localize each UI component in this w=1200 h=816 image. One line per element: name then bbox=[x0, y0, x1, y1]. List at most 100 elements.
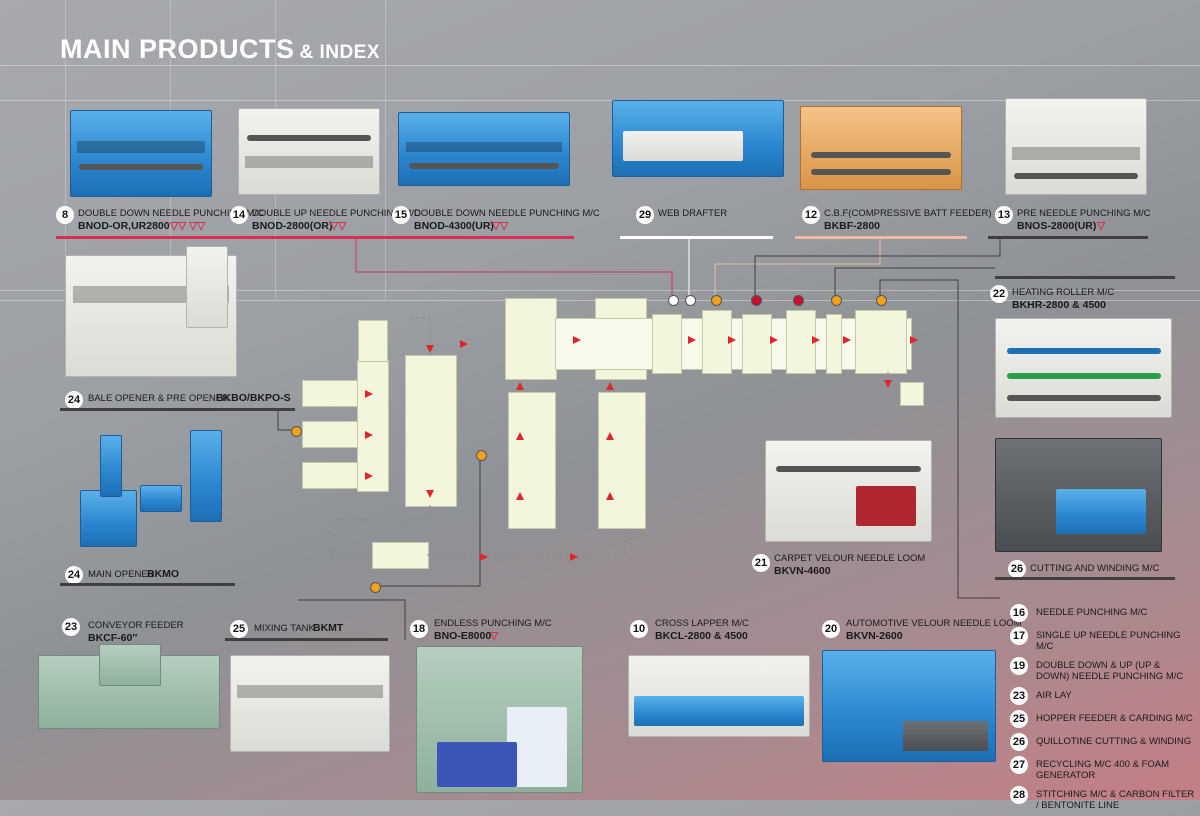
machine-image-10 bbox=[628, 655, 810, 737]
underline-white bbox=[620, 236, 773, 239]
product-mark-14: ▽▽ bbox=[330, 220, 347, 232]
product-label-14: DOUBLE UP NEEDLE PUNCHING M/C bbox=[252, 208, 421, 219]
product-label-8: DOUBLE DOWN NEEDLE PUNCHING M/C bbox=[78, 208, 264, 219]
underline-dark-24a bbox=[60, 408, 295, 411]
underline-dark-25 bbox=[225, 638, 388, 641]
group-underline-red bbox=[56, 236, 574, 239]
product-label-18: ENDLESS PUNCHING M/C bbox=[434, 618, 552, 629]
flow-dot-white-1 bbox=[668, 295, 679, 306]
page-title: MAIN PRODUCTS & INDEX bbox=[60, 34, 381, 64]
product-code-10: BKCL-2800 & 4500 bbox=[655, 630, 748, 642]
product-number-23: 23 bbox=[62, 618, 80, 636]
machine-image-14 bbox=[238, 108, 380, 195]
flow-station-4 bbox=[786, 310, 816, 374]
machine-image-29 bbox=[612, 100, 784, 177]
machine-image-26 bbox=[995, 438, 1162, 552]
flow-hopper-1-base bbox=[508, 392, 556, 529]
product-number-29: 29 bbox=[636, 206, 654, 224]
product-label-12: C.B.F(COMPRESSIVE BATT FEEDER) bbox=[824, 208, 992, 219]
flow-cutter bbox=[900, 382, 924, 406]
flow-bale-opener-3 bbox=[302, 462, 359, 489]
product-label-22: HEATING ROLLER M/C bbox=[1012, 287, 1115, 298]
product-label-25: MIXING TANK bbox=[254, 623, 315, 634]
product-number-24a: 24 bbox=[65, 391, 83, 409]
flow-dot-orange-5 bbox=[476, 450, 487, 461]
machine-image-23 bbox=[38, 644, 220, 729]
product-code-22: BKHR-2800 & 4500 bbox=[1012, 299, 1106, 311]
product-number-26: 26 bbox=[1008, 560, 1026, 578]
product-number-24b: 24 bbox=[65, 566, 83, 584]
product-label-26: CUTTING AND WINDING M/C bbox=[1030, 563, 1160, 574]
product-number-18: 18 bbox=[410, 620, 428, 638]
flow-station-1 bbox=[652, 314, 682, 374]
machine-image-18 bbox=[416, 646, 583, 793]
flow-dot-orange-1 bbox=[711, 295, 722, 306]
flow-main-opener bbox=[372, 542, 429, 569]
product-label-20: AUTOMOTIVE VELOUR NEEDLE LOOM bbox=[846, 618, 1022, 629]
machine-image-15 bbox=[398, 112, 570, 186]
product-number-15: 15 bbox=[392, 206, 410, 224]
product-number-21: 21 bbox=[752, 554, 770, 572]
product-code-13: BNOS-2800(UR) bbox=[1017, 220, 1097, 232]
product-mark-13: ▽ bbox=[1097, 220, 1106, 232]
product-label-24a: BALE OPENER & PRE OPENER bbox=[88, 393, 229, 404]
product-number-25: 25 bbox=[230, 620, 248, 638]
flow-station-5 bbox=[826, 314, 842, 374]
machine-image-22 bbox=[995, 318, 1172, 418]
product-label-24b: MAIN OPENER bbox=[88, 569, 155, 580]
flow-bale-opener-1 bbox=[302, 380, 359, 407]
product-code-15: BNOD-4300(UR) bbox=[414, 220, 494, 232]
product-label-15: DOUBLE DOWN NEEDLE PUNCHING M/C bbox=[414, 208, 600, 219]
product-code-23: BKCF-60″ bbox=[88, 632, 138, 644]
product-number-20: 20 bbox=[822, 620, 840, 638]
underline-salmon bbox=[795, 236, 967, 239]
underline-dark bbox=[988, 236, 1148, 239]
flow-dot-orange-2 bbox=[831, 295, 842, 306]
product-number-14: 14 bbox=[230, 206, 248, 224]
flow-dot-white-2 bbox=[685, 295, 696, 306]
product-code-25: BKMT bbox=[313, 622, 344, 634]
product-code-21: BKVN-4600 bbox=[774, 565, 831, 577]
flow-hopper-2-base bbox=[598, 392, 646, 529]
underline-dark-22 bbox=[995, 276, 1175, 279]
product-label-13: PRE NEEDLE PUNCHING M/C bbox=[1017, 208, 1151, 219]
product-code-18: BNO-E8000 bbox=[434, 630, 492, 642]
product-code-12: BKBF-2800 bbox=[824, 220, 881, 232]
product-code-14: BNOD-2800(OR) bbox=[252, 220, 333, 232]
flow-dot-orange-6 bbox=[370, 582, 381, 593]
flow-hopper-1-top bbox=[505, 298, 557, 380]
flow-dot-orange-3 bbox=[876, 295, 887, 306]
flow-station-2 bbox=[702, 310, 732, 374]
product-code-24b: BKMO bbox=[147, 568, 180, 580]
underline-dark-24b bbox=[60, 583, 235, 586]
flow-mixer bbox=[405, 355, 457, 507]
flow-tower bbox=[358, 320, 388, 362]
product-code-24a: BKBO/BKPO-S bbox=[216, 392, 291, 404]
machine-image-24b bbox=[80, 430, 230, 550]
flow-dot-red-1 bbox=[751, 295, 762, 306]
product-mark-18: ▽ bbox=[490, 630, 499, 642]
machine-image-24a bbox=[65, 246, 237, 377]
product-number-10: 10 bbox=[630, 620, 648, 638]
product-code-8: BNOD-OR,UR2800 bbox=[78, 220, 170, 232]
machine-image-25 bbox=[230, 655, 390, 752]
machine-image-8 bbox=[70, 110, 212, 197]
product-number-22: 22 bbox=[990, 285, 1008, 303]
product-label-10: CROSS LAPPER M/C bbox=[655, 618, 749, 629]
flow-bale-opener-2 bbox=[302, 421, 359, 448]
product-number-8: 8 bbox=[56, 206, 74, 224]
flow-dot-red-2 bbox=[793, 295, 804, 306]
product-number-12: 12 bbox=[802, 206, 820, 224]
flow-station-3 bbox=[742, 314, 772, 374]
product-label-29: WEB DRAFTER bbox=[658, 208, 728, 219]
underline-dark-26 bbox=[995, 577, 1175, 580]
machine-image-13 bbox=[1005, 98, 1147, 195]
product-code-20: BKVN-2600 bbox=[846, 630, 903, 642]
machine-image-21 bbox=[765, 440, 932, 542]
